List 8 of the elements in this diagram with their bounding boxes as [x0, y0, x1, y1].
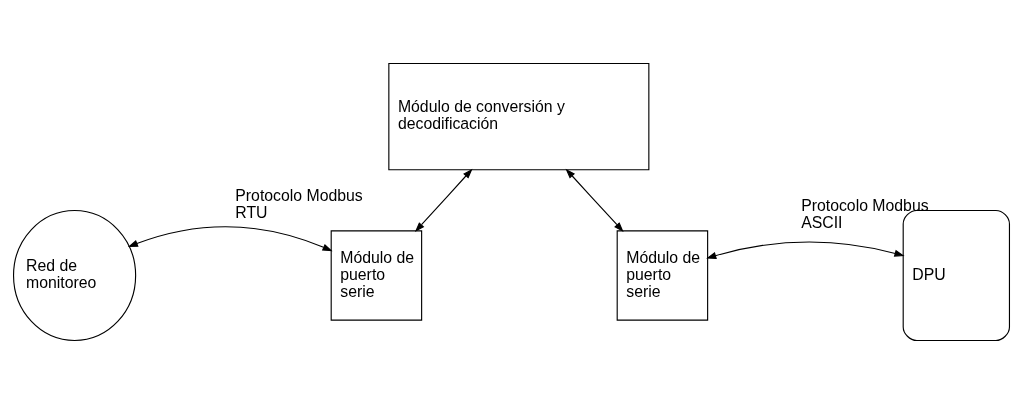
node-box: Módulo de puerto serie	[330, 230, 423, 321]
arrow	[414, 168, 473, 233]
arrow	[127, 226, 333, 252]
arrow	[706, 241, 905, 259]
node-box: Módulo de puerto serie	[616, 230, 709, 321]
edge-label: Protocolo Modbus RTU	[235, 186, 363, 221]
node-box: Módulo de conversión y decodificación	[388, 62, 650, 171]
arrow	[565, 168, 624, 233]
